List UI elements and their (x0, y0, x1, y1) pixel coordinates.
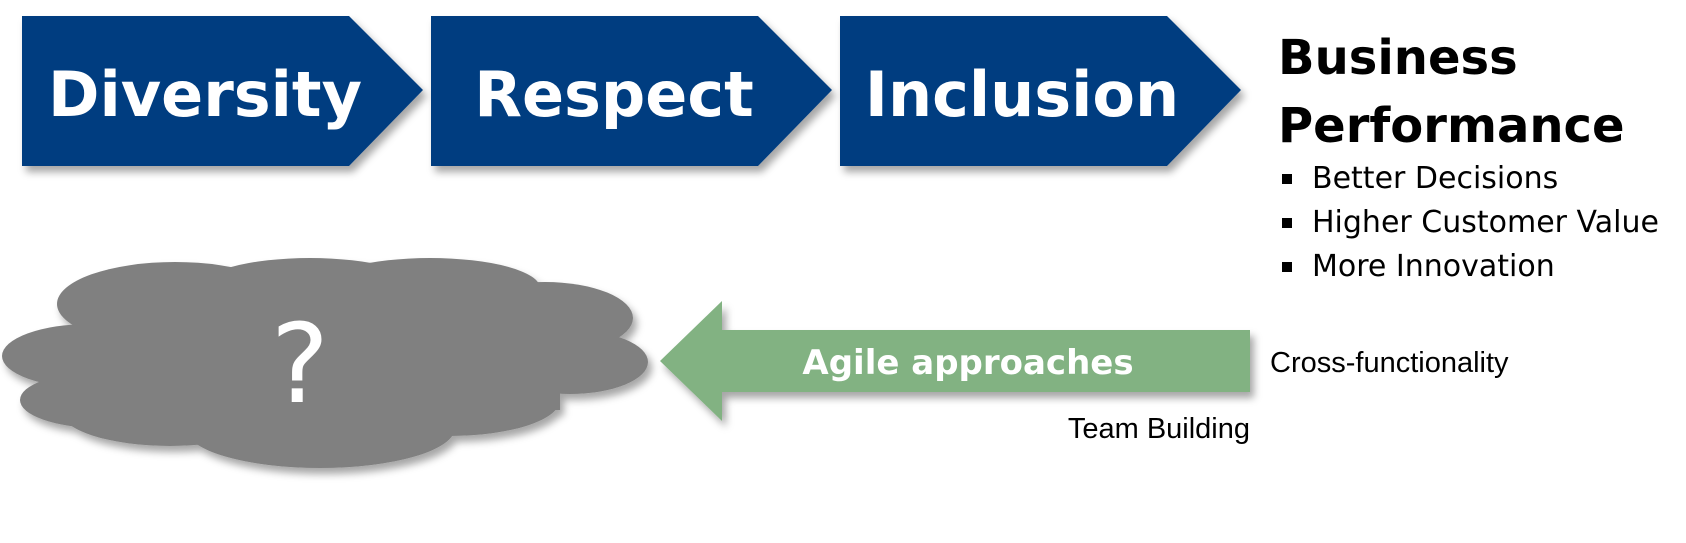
chevron-diversity-shape (22, 16, 423, 166)
title-line-2: Performance (1278, 98, 1625, 154)
chevron-respect-label: Respect (474, 58, 754, 131)
list-item: Better Decisions (1282, 157, 1659, 201)
business-performance-title: Business Performance (1278, 24, 1625, 160)
team-building-label: Team Building (1068, 413, 1250, 445)
list-item: Higher Customer Value (1282, 201, 1659, 245)
cloud-question-mark: ? (271, 300, 329, 428)
list-item-label: Higher Customer Value (1312, 205, 1659, 240)
list-item: More Innovation (1282, 245, 1659, 289)
agile-arrow-shape (660, 301, 1250, 421)
chevron-diversity (22, 16, 423, 166)
square-bullet-icon (1282, 262, 1292, 272)
square-bullet-icon (1282, 174, 1292, 184)
chevron-inclusion-shape (840, 16, 1241, 166)
chevron-diversity-label: Diversity (48, 58, 362, 131)
chevron-respect-shape (431, 16, 832, 166)
performance-list: Better Decisions Higher Customer Value M… (1282, 157, 1659, 289)
agile-arrow (660, 301, 1250, 421)
chevron-inclusion (840, 16, 1241, 166)
agile-arrow-label: Agile approaches (802, 343, 1133, 383)
title-line-1: Business (1278, 30, 1518, 86)
cross-functionality-label: Cross-functionality (1270, 347, 1509, 379)
chevron-respect (431, 16, 832, 166)
square-bullet-icon (1282, 218, 1292, 228)
list-item-label: Better Decisions (1312, 161, 1559, 196)
chevron-inclusion-label: Inclusion (865, 58, 1179, 131)
cloud-shape-icon (2, 258, 648, 468)
list-item-label: More Innovation (1312, 249, 1555, 284)
